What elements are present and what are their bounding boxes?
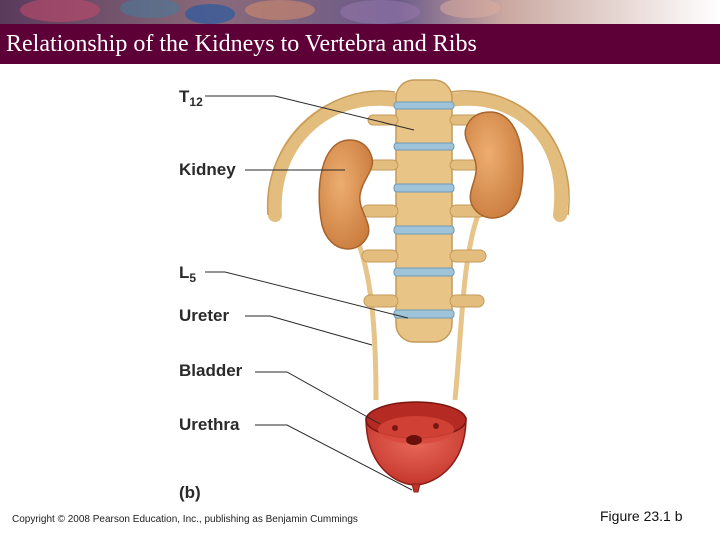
- vertebral-column: [361, 79, 487, 343]
- title-bar: Relationship of the Kidneys to Vertebra …: [0, 24, 720, 64]
- label-bladder: Bladder: [179, 361, 243, 380]
- label-t12-main: T: [179, 87, 190, 106]
- label-kidney: Kidney: [179, 160, 236, 179]
- label-ureter: Ureter: [179, 306, 230, 325]
- kidneys: [318, 111, 524, 250]
- label-panel-b: (b): [179, 483, 201, 502]
- leader-lines: [205, 95, 415, 491]
- copyright-notice: Copyright © 2008 Pearson Education, Inc.…: [12, 514, 358, 525]
- slide-title: Relationship of the Kidneys to Vertebra …: [6, 30, 477, 57]
- figure-reference: Figure 23.1 b: [600, 508, 683, 524]
- label-l5-sub: 5: [189, 271, 197, 285]
- label-l5-main: L: [179, 263, 190, 282]
- bladder: [365, 401, 467, 493]
- label-t12: T12: [179, 87, 203, 109]
- label-urethra: Urethra: [179, 415, 240, 434]
- ribs: [267, 91, 569, 222]
- label-t12-sub: 12: [189, 95, 203, 109]
- header-banner-art: [0, 0, 720, 24]
- label-l5: L5: [179, 263, 197, 285]
